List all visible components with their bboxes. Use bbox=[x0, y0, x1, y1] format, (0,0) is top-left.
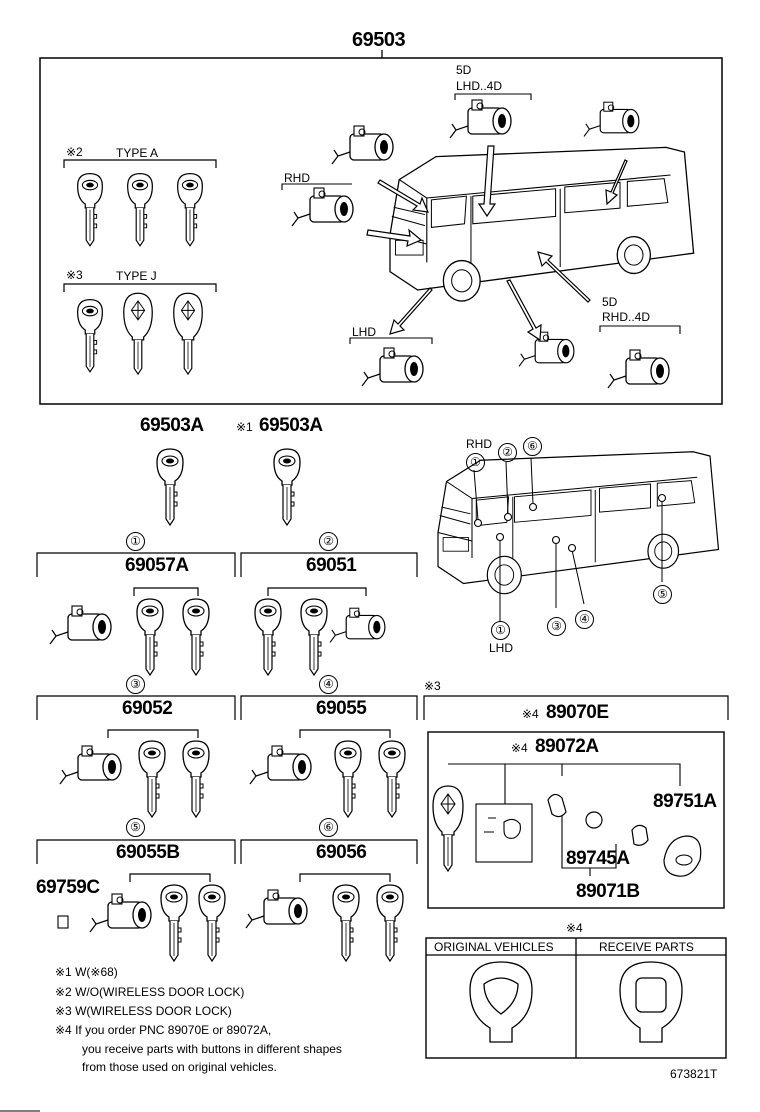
key-note-1-mark: ※1 bbox=[236, 420, 253, 434]
wireless-part-89071b: 89071B bbox=[576, 881, 640, 902]
top-rhd-label: RHD bbox=[284, 171, 310, 185]
group-5-extra-part: 69759C bbox=[36, 877, 100, 898]
group-1-circle: ① bbox=[126, 532, 145, 551]
wireless-sub-mark: ※4 bbox=[511, 741, 528, 755]
van-lhd-label: LHD bbox=[489, 641, 514, 655]
note-4: ※4 If you order PNC 89070E or 89072A, bbox=[55, 1023, 272, 1037]
compare-col-receive: RECEIVE PARTS bbox=[599, 940, 694, 954]
van-callout-5: ⑤ bbox=[653, 585, 672, 604]
wireless-part-89751a: 89751A bbox=[653, 791, 717, 812]
van-callout-1b: ① bbox=[491, 621, 510, 640]
lhd-5d-label: 5D bbox=[456, 63, 472, 77]
group-4-part: 69055 bbox=[316, 698, 367, 719]
van-callout-6: ⑥ bbox=[523, 437, 542, 456]
van-callout-4: ④ bbox=[575, 610, 594, 629]
wireless-part-89745a: 89745A bbox=[566, 848, 630, 869]
group-3-part: 69052 bbox=[122, 698, 173, 719]
key-69503a-w68: 69503A bbox=[259, 415, 323, 436]
rhd-5d-label: 5D bbox=[602, 295, 618, 309]
group-6-part: 69056 bbox=[316, 842, 367, 863]
main-part-number: 69503 bbox=[352, 29, 406, 51]
note-2: ※2 W/O(WIRELESS DOOR LOCK) bbox=[55, 985, 245, 999]
group-6-circle: ⑥ bbox=[319, 818, 338, 837]
group-2-circle: ② bbox=[319, 532, 338, 551]
wireless-sub-part: 89072A bbox=[535, 736, 599, 757]
group-2-part: 69051 bbox=[306, 555, 357, 576]
group-5-circle: ⑤ bbox=[126, 818, 145, 837]
note-1: ※1 W(※68) bbox=[55, 965, 118, 979]
type-a-label: TYPE A bbox=[116, 146, 159, 160]
group-3-circle: ③ bbox=[126, 675, 145, 694]
group-5-part: 69055B bbox=[116, 842, 180, 863]
group-4-circle: ④ bbox=[319, 675, 338, 694]
top-lhd-label: LHD bbox=[352, 325, 377, 339]
van-callout-3: ③ bbox=[547, 617, 566, 636]
type-a-mark: ※2 bbox=[66, 145, 83, 159]
note-4-cont-1: you receive parts with buttons in differ… bbox=[82, 1042, 342, 1056]
rhd-4d-label: RHD..4D bbox=[602, 310, 651, 324]
lhd-4d-label: LHD..4D bbox=[456, 79, 503, 93]
compare-mark: ※4 bbox=[566, 921, 583, 935]
van-callout-2: ② bbox=[498, 443, 517, 462]
wireless-main-part: 89070E bbox=[546, 702, 609, 723]
diagram-id: 673821T bbox=[670, 1067, 718, 1081]
note-3: ※3 W(WIRELESS DOOR LOCK) bbox=[55, 1004, 232, 1018]
key-69503a: 69503A bbox=[140, 415, 204, 436]
type-j-mark: ※3 bbox=[66, 268, 83, 282]
note-4-cont-2: from those used on original vehicles. bbox=[82, 1060, 277, 1074]
wireless-main-mark: ※4 bbox=[522, 707, 539, 721]
wireless-section-mark: ※3 bbox=[424, 679, 441, 693]
type-j-label: TYPE J bbox=[116, 269, 157, 283]
compare-col-original: ORIGINAL VEHICLES bbox=[434, 940, 554, 954]
van-callout-1: ① bbox=[466, 453, 485, 472]
group-1-part: 69057A bbox=[125, 555, 189, 576]
van-rhd-label: RHD bbox=[466, 437, 492, 451]
